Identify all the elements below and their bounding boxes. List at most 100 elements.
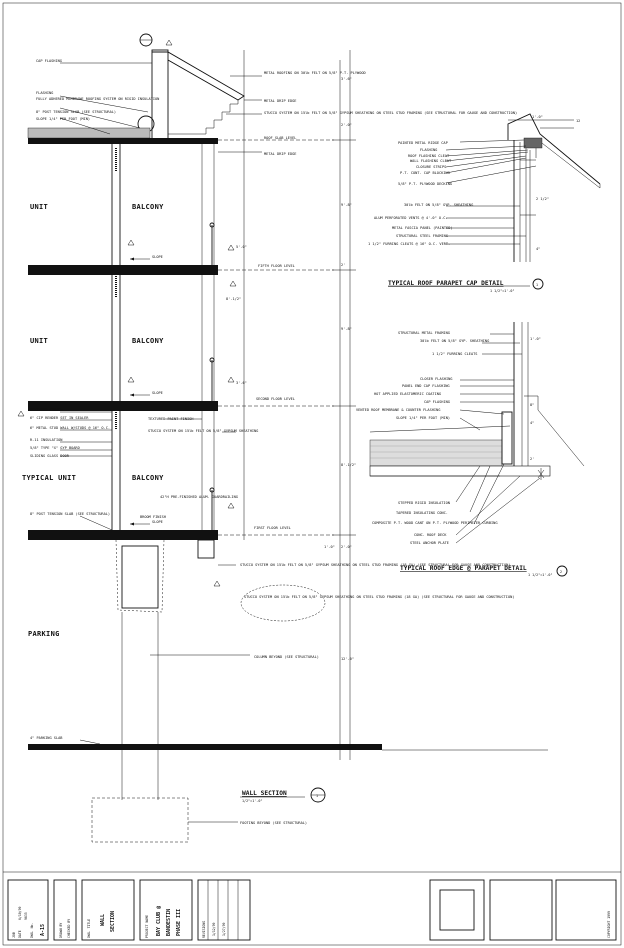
dimension: 9'-8" <box>341 203 352 207</box>
revisions-label: REVISIONS <box>202 921 206 938</box>
dimension: 8'-1/2" <box>341 463 356 467</box>
job-value: 9835 <box>24 912 28 920</box>
note: STUCCO SYSTEM ON 15lb FELT ON 5/8" GYPSU… <box>244 595 514 599</box>
note: FOOTING BEYOND (SEE STRUCTURAL) <box>240 821 307 825</box>
note: SLIDING GLASS DOOR <box>30 454 70 458</box>
level-label: ROOF SLAB LEVEL <box>264 136 296 140</box>
project-line1: BAY CLUB @ <box>156 906 162 936</box>
note: CAP FLASHING <box>36 59 62 63</box>
footing-beyond <box>91 797 189 843</box>
wall-section-number: 1 <box>316 794 318 798</box>
drawn-by-label: DRAWN BY <box>59 923 63 938</box>
steel-anchor <box>537 468 545 480</box>
note: 30lb FELT ON 5/8" GYP. SHEATHING <box>404 203 473 207</box>
note: VENTED ROOF MEMBRANE & COUNTER FLASHING <box>356 408 440 412</box>
level-label: SECOND FLOOR LEVEL <box>256 397 295 401</box>
edge-detail-number-circle <box>556 565 568 577</box>
wall-section-drawing <box>17 33 548 843</box>
dimension: 12'-0" <box>341 657 354 661</box>
dimension: 3'-6" <box>341 77 352 81</box>
revisions-box <box>197 879 251 941</box>
note: 5/8" P.T. PLYWOOD DECKING <box>398 182 452 186</box>
sheet-number: A-15 <box>40 924 46 936</box>
note: R-11 INSULATION <box>30 438 62 442</box>
note: FULLY ADHERED MEMBRANE ROOFING SYSTEM ON… <box>36 97 159 101</box>
note: CAP FLASHING <box>424 400 450 404</box>
note: TAPERED INSULATING CONC. <box>396 511 448 515</box>
note: 8" POST TENSION SLAB (SEE STRUCTURAL) <box>30 512 110 516</box>
parapet-cap-detail-text: PAINTED METAL RIDGE CAP FLASHING ROOF FL… <box>368 115 580 293</box>
room-label: BALCONY <box>132 337 164 345</box>
slope-arrows <box>130 257 150 526</box>
first-floor-beam <box>197 539 215 559</box>
drawing-title-label: DWG. TITLE <box>87 919 91 938</box>
note: 42"H PRE-FINISHED ALUM. GUARDRAILING <box>160 495 238 499</box>
edge-detail-title: TYPICAL ROOF EDGE @ PARAPET DETAIL <box>400 565 527 572</box>
cap-blocking <box>523 137 543 149</box>
cap-detail-number-circle <box>532 278 544 290</box>
note: COLUMN BEYOND (SEE STRUCTURAL) <box>254 655 319 659</box>
column-beyond <box>121 545 159 609</box>
dimension: 2' <box>341 263 345 267</box>
dimension-lines <box>218 50 356 760</box>
roof-membrane <box>369 425 511 433</box>
guardrails <box>209 222 215 530</box>
note: FLASHING <box>420 148 437 152</box>
note: STEEL ANCHOR PLATE <box>410 541 449 545</box>
leader-lines <box>59 62 262 823</box>
revision-date: 1/27/99 <box>222 922 226 936</box>
note: CONC. ROOF DECK <box>414 533 447 537</box>
title-block-text: JOB DATE 6/10/99 9835 DWG. No. A-15 DRAW… <box>12 906 611 938</box>
note: 8" POST TENSION SLAB (SEE STRUCTURAL) <box>36 110 116 114</box>
logo-box <box>429 879 485 941</box>
checked-by-label: CHECKED BY <box>67 919 71 938</box>
drawing-title-line1: WALL <box>100 914 106 926</box>
second-floor-slab <box>28 401 218 411</box>
wall-section-scale: 1/2"=1'-0" <box>242 799 262 803</box>
job-label: JOB <box>12 932 16 938</box>
roof-edge-detail-drawing <box>369 322 585 577</box>
note: METAL FASCIA PANEL (PAINTED) <box>392 226 453 230</box>
column-cloud <box>115 539 165 613</box>
room-label: UNIT <box>30 203 48 211</box>
note: 6" METAL STUD WALL W/STUDS @ 16" O.C. <box>30 426 110 430</box>
dimension: 4" <box>530 421 534 425</box>
slope-label: SLOPE <box>152 391 163 395</box>
copyright-box <box>555 879 617 941</box>
dimension: 3'-6" <box>236 381 247 385</box>
edge-detail-number: 2 <box>560 570 562 574</box>
parking-slab <box>28 744 382 750</box>
note: P.T. CONT. CAP BLOCKING <box>400 171 450 175</box>
dimension: 8" <box>530 403 534 407</box>
revision-cloud <box>240 584 326 622</box>
date-value: 6/10/99 <box>18 906 22 920</box>
cap-detail-scale: 1 1/2"=1'-0" <box>490 289 515 293</box>
note: PAINTED METAL RIDGE CAP <box>398 141 448 145</box>
wall-section-text: UNIT BALCONY UNIT BALCONY TYPICAL UNIT B… <box>22 59 517 825</box>
note: 30lb FELT ON 5/8" GYP. SHEATHING <box>420 339 489 343</box>
note: ALUM PERFORATED VENTS @ 4'-0" O.C. <box>374 216 448 220</box>
dimension: 2 1/2" <box>536 197 549 201</box>
level-label: FIFTH FLOOR LEVEL <box>258 264 295 268</box>
note: STRUCTURAL STEEL FRAMING <box>396 234 448 238</box>
note: SLOPE 1/4" PER FOOT (MIN) <box>36 117 90 121</box>
slope-label: SLOPE <box>152 255 163 259</box>
rigid-insulation <box>369 439 503 467</box>
note: ROOF FLASHING CLEAT <box>408 154 450 158</box>
note: 5/8" TYPE "X" GYP BOARD <box>30 446 80 450</box>
note: STUCCO SYSTEM ON 15lb FELT ON 5/8" GYPSU… <box>264 111 517 115</box>
parapet-cap-detail-drawing <box>388 113 601 290</box>
edge-detail-scale: 1 1/2"=1'-0" <box>528 573 553 577</box>
drawing-title-line2: SECTION <box>110 911 116 932</box>
note: STRUCTURAL METAL FRAMING <box>398 331 450 335</box>
room-label: BALCONY <box>132 474 164 482</box>
room-label: UNIT <box>30 337 48 345</box>
project-line2: BANDESTIN <box>166 909 172 936</box>
title-block <box>7 879 617 941</box>
dimension: 1'-0" <box>530 337 541 341</box>
note: BROOM FINISH <box>140 515 166 519</box>
concrete-roof-deck <box>369 465 551 477</box>
copyright-label: COPYRIGHT 1999 <box>607 911 611 938</box>
note: METAL DRIP EDGE <box>264 152 296 156</box>
